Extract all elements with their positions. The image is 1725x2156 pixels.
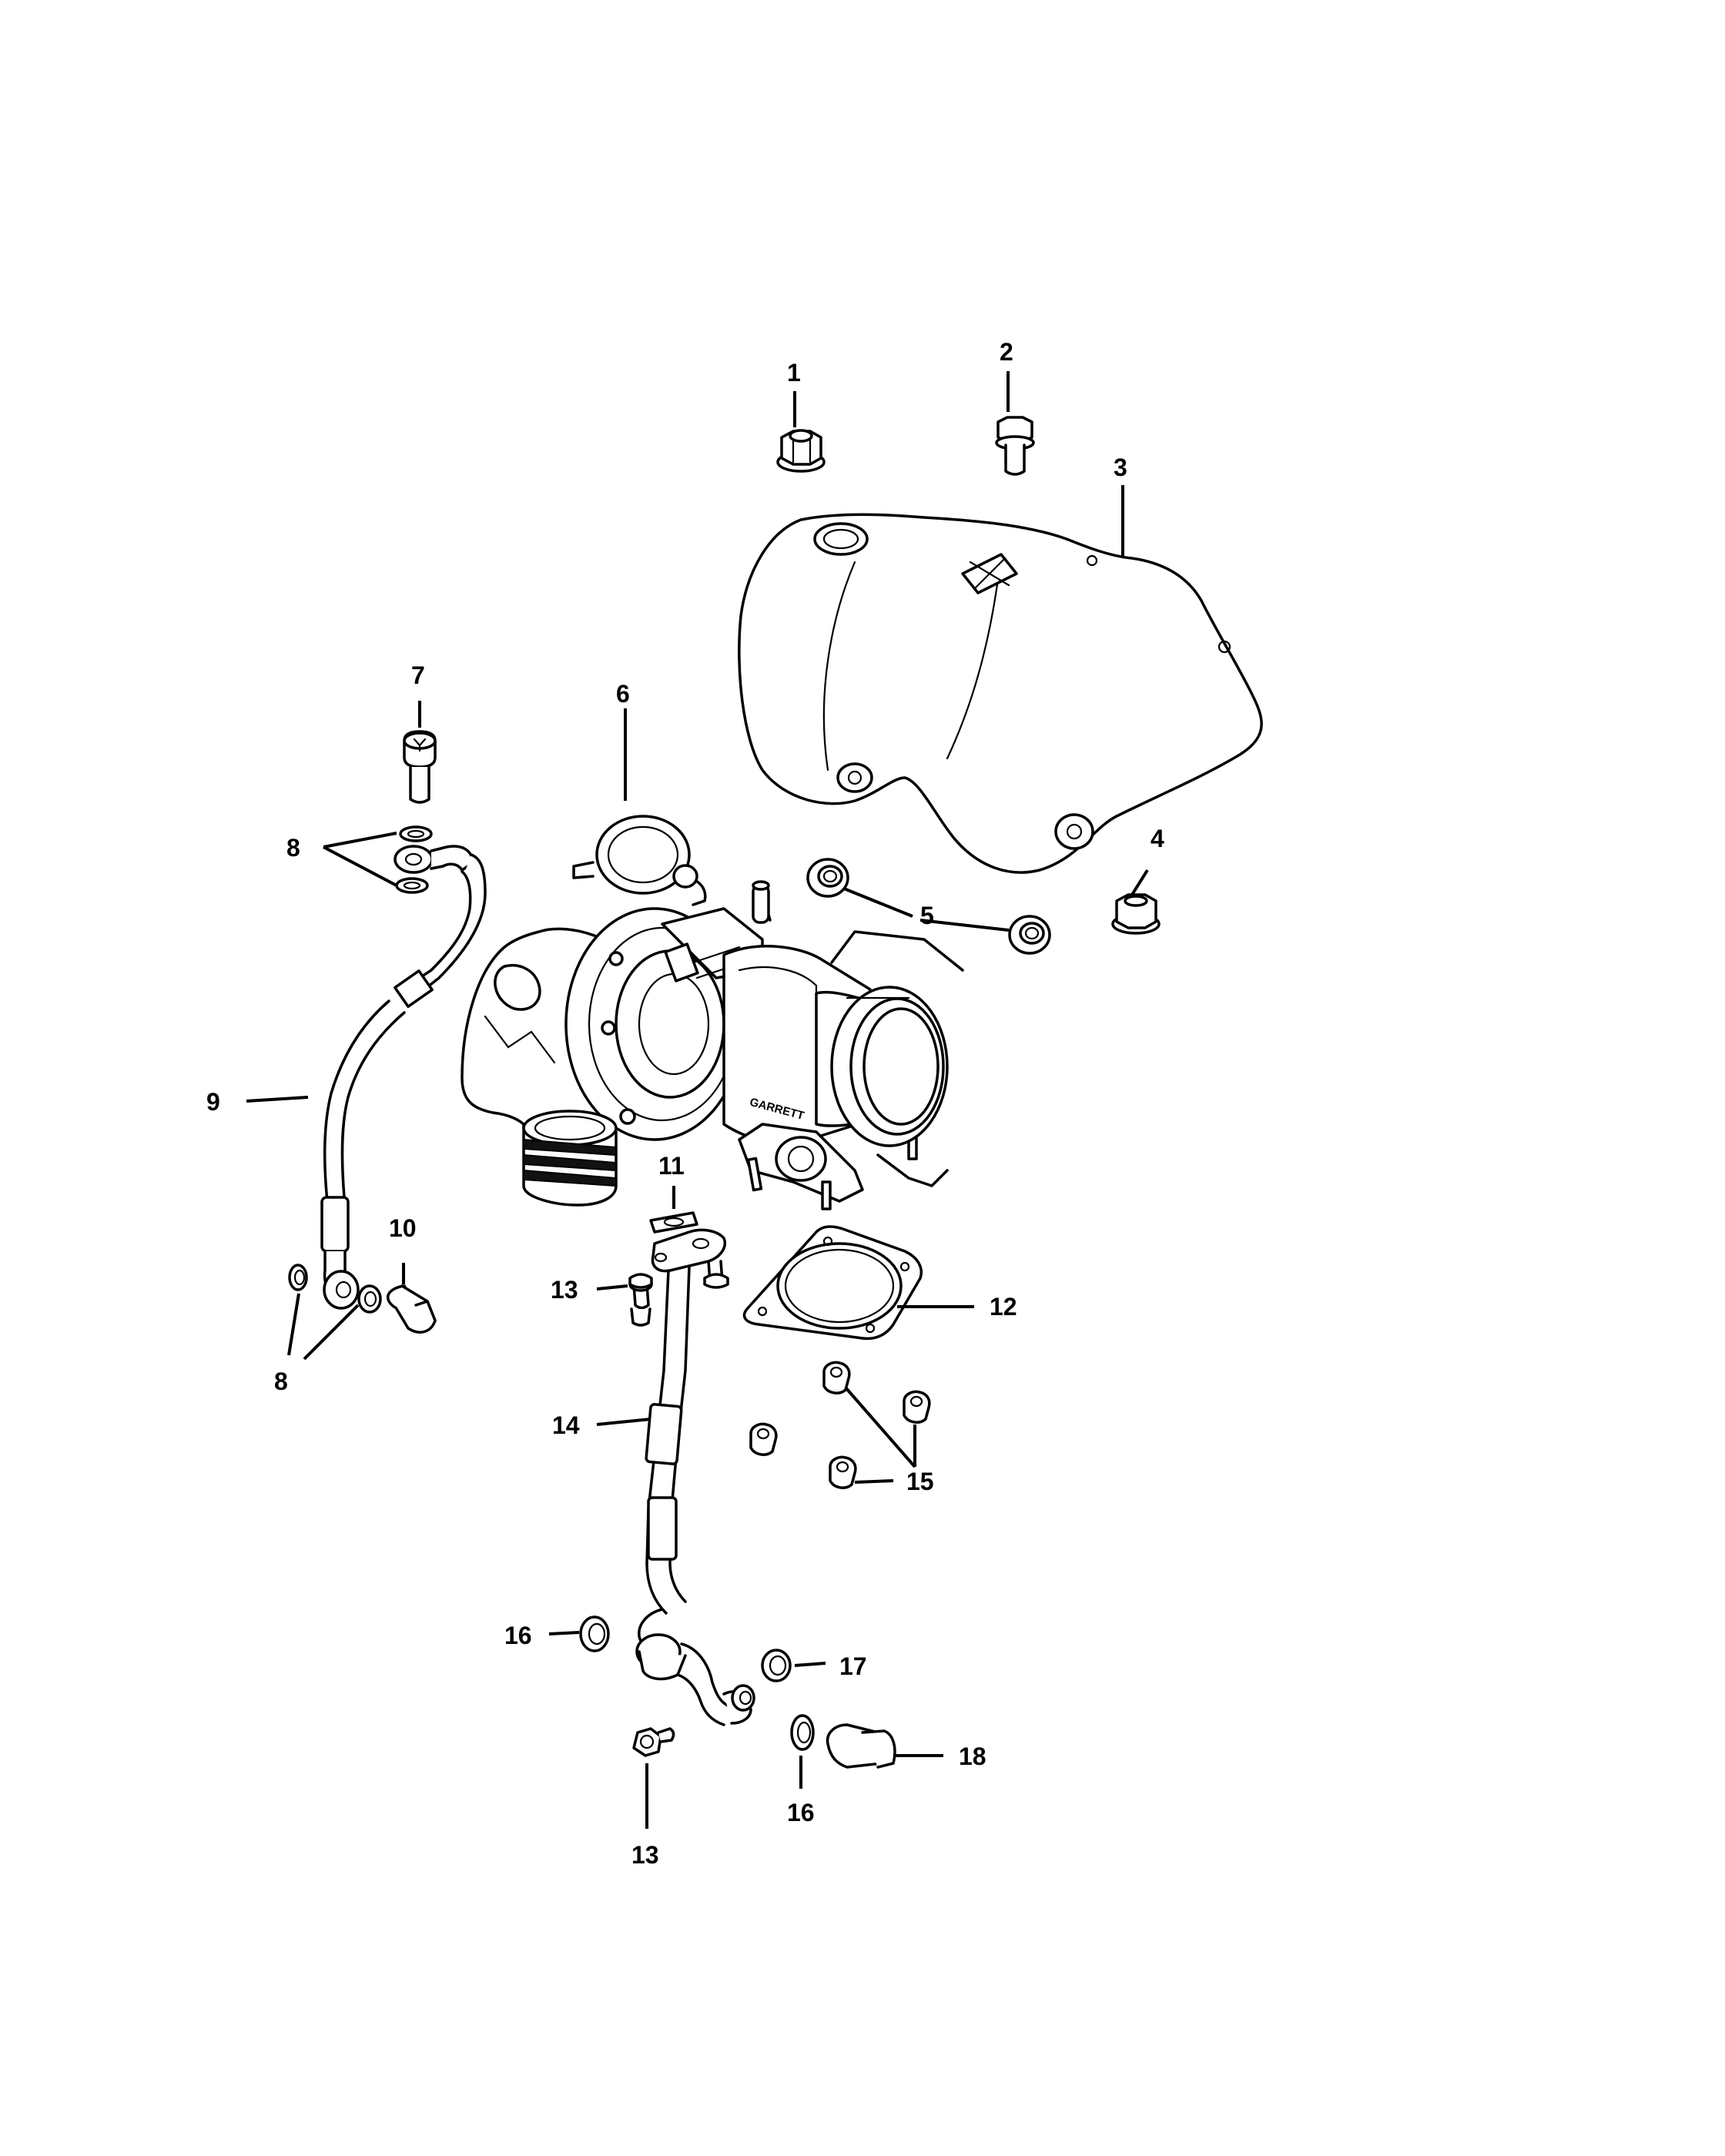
callout-10: 10: [389, 1214, 417, 1242]
callout-16-left: 16: [504, 1622, 532, 1649]
callout-14: 14: [552, 1411, 580, 1439]
heat-shield: [738, 513, 1263, 874]
callout-5: 5: [920, 902, 934, 929]
callout-12: 12: [990, 1293, 1017, 1321]
turbocharger-assembly: GARRETT: [461, 815, 964, 1210]
callout-17: 17: [839, 1652, 867, 1680]
washer-part-16b: [790, 1714, 815, 1751]
nut-part-5b: [1008, 915, 1051, 955]
washer-part-16a: [579, 1615, 610, 1652]
callout-11: 11: [658, 1152, 685, 1180]
callout-13-upper: 13: [551, 1276, 578, 1304]
flange-nut-part-1: [776, 429, 826, 473]
callout-16-bottom: 16: [787, 1799, 815, 1826]
callout-7: 7: [411, 661, 425, 689]
washer-part-8-upper-a: [399, 825, 433, 842]
gasket-part-11: [649, 1211, 698, 1234]
washer-part-8-upper-b: [395, 877, 429, 894]
oil-feed-line-part-9: [320, 845, 487, 1310]
callout-8-lower: 8: [274, 1368, 288, 1395]
callout-6: 6: [616, 680, 630, 708]
washer-part-8-lower-a: [288, 1264, 308, 1291]
oil-return-line-part-14: [635, 1228, 755, 1726]
nut-part-15b: [903, 1390, 931, 1424]
callout-2: 2: [1000, 338, 1013, 366]
callout-8-upper: 8: [286, 834, 300, 862]
shield-logo-icon: [961, 553, 1018, 594]
washer-part-8-lower-b: [357, 1284, 382, 1314]
callout-18: 18: [959, 1743, 986, 1770]
washer-part-17: [761, 1649, 792, 1682]
callout-3: 3: [1114, 454, 1127, 481]
callout-labels: 1 2 3 4 5 6 7 8 8 9 10 11 12 13 13 14 15…: [206, 338, 1164, 1869]
callout-1: 1: [787, 359, 801, 387]
callout-4: 4: [1151, 825, 1164, 852]
nut-part-15d: [829, 1455, 857, 1489]
nut-part-15c: [749, 1422, 778, 1456]
nut-part-5a: [806, 858, 849, 898]
callout-13-lower: 13: [631, 1841, 659, 1869]
banjo-bolt-part-10: [387, 1284, 437, 1334]
gasket-part-12: [742, 1225, 923, 1341]
leader-lines: [246, 371, 1149, 1829]
flange-bolt-part-2: [995, 416, 1035, 476]
nut-part-15a: [822, 1361, 851, 1394]
bolt-part-13-upper-b: [703, 1260, 729, 1289]
bolt-part-13-upper-a: [628, 1273, 653, 1327]
bolt-part-7: [403, 730, 437, 804]
bolt-part-13-lower: [632, 1727, 675, 1757]
callout-9: 9: [206, 1088, 220, 1116]
callout-15: 15: [906, 1468, 934, 1495]
nut-part-4: [1111, 893, 1161, 935]
bolt-part-18: [826, 1723, 896, 1769]
